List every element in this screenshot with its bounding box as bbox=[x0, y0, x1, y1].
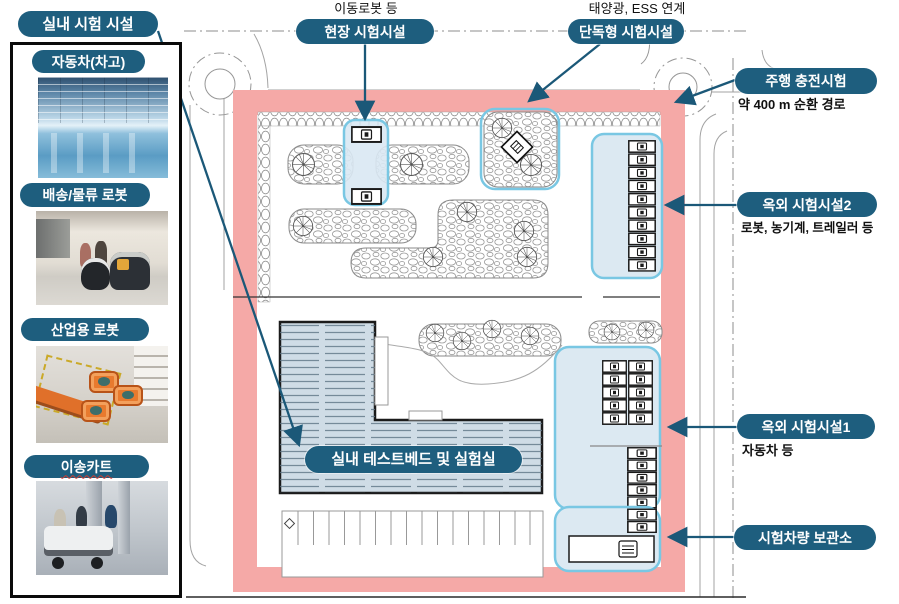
outdoor-site-2-note: 로봇, 농기계, 트레일러 등 bbox=[741, 221, 874, 235]
person-figure bbox=[75, 506, 88, 529]
car-stall-icon bbox=[351, 188, 382, 205]
vehicle-storage-pill: 시험차량 보관소 bbox=[734, 525, 876, 550]
cart-wheel bbox=[51, 557, 64, 570]
sidebar-item-transfer-cart-label: 이송카트 bbox=[24, 455, 149, 478]
warehouse-ceiling bbox=[38, 77, 168, 124]
outdoor-site-2-pill: 옥외 시험시설2 bbox=[737, 192, 877, 217]
agv-robot bbox=[88, 371, 120, 393]
transfer-cart-text: 이송카트 bbox=[60, 458, 113, 475]
sidebar-title-pill: 실내 시험 시설 bbox=[18, 11, 158, 37]
person-figure bbox=[104, 505, 117, 528]
delivery-robot bbox=[80, 258, 110, 290]
terminal-pillar bbox=[117, 481, 130, 555]
standalone-facility-pill: 단독형 시험시설 bbox=[568, 19, 684, 44]
parking-entry-icon bbox=[283, 517, 296, 530]
vehicle-storage-zone bbox=[553, 505, 662, 573]
photo-transfer-cart bbox=[36, 481, 168, 575]
sidebar-item-industrial-robot-label: 산업용 로봇 bbox=[21, 318, 149, 341]
charging-loop-track bbox=[233, 90, 685, 592]
car-stall-column bbox=[627, 447, 657, 509]
standalone-note: 태양광, ESS 연계 bbox=[588, 1, 686, 16]
warehouse-floor bbox=[51, 132, 155, 173]
driving-charge-note: 약 400 m 순환 경로 bbox=[738, 97, 846, 112]
bus-icon bbox=[618, 540, 638, 558]
arrow-standalone-facility bbox=[527, 43, 601, 103]
field-facility-pill: 현장 시험시설 bbox=[296, 19, 434, 44]
lobby-window bbox=[36, 218, 71, 258]
person-figure bbox=[95, 241, 108, 266]
parking-row bbox=[281, 510, 544, 578]
photo-delivery-robots bbox=[36, 211, 168, 305]
field-note: 이동로봇 등 bbox=[334, 1, 398, 16]
person-figure bbox=[54, 509, 67, 532]
standalone-zone bbox=[479, 107, 561, 191]
outdoor-site-1-zone bbox=[553, 345, 662, 511]
photo-industrial-robots bbox=[36, 346, 168, 443]
sidebar-item-delivery-robot-label: 배송/물류 로봇 bbox=[20, 183, 150, 207]
outdoor-site-1-pill: 옥외 시험시설1 bbox=[737, 414, 875, 439]
roundabout-northwest bbox=[188, 52, 252, 116]
outdoor-site-1-note: 자동차 등 bbox=[742, 443, 794, 458]
car-stall-icon bbox=[351, 126, 382, 143]
field-test-zone bbox=[342, 118, 390, 207]
agv-robot bbox=[80, 400, 112, 422]
photo-warehouse-interior bbox=[38, 77, 168, 178]
logistics-robot bbox=[109, 252, 150, 290]
agv-robot bbox=[112, 384, 143, 407]
indoor-testbed-pill: 실내 테스트베드 및 실험실 bbox=[305, 446, 522, 473]
person-figure bbox=[79, 242, 92, 268]
sidebar-item-garage-label: 자동차(차고) bbox=[32, 50, 145, 73]
arrow-driving-charge bbox=[673, 78, 736, 106]
driving-charge-pill: 주행 충전시험 bbox=[735, 68, 877, 94]
outdoor-site-2-zone bbox=[590, 132, 664, 280]
solar-panel-icon bbox=[500, 130, 534, 164]
cart-wheel bbox=[91, 557, 104, 570]
transfer-cart-vehicle bbox=[43, 526, 113, 557]
